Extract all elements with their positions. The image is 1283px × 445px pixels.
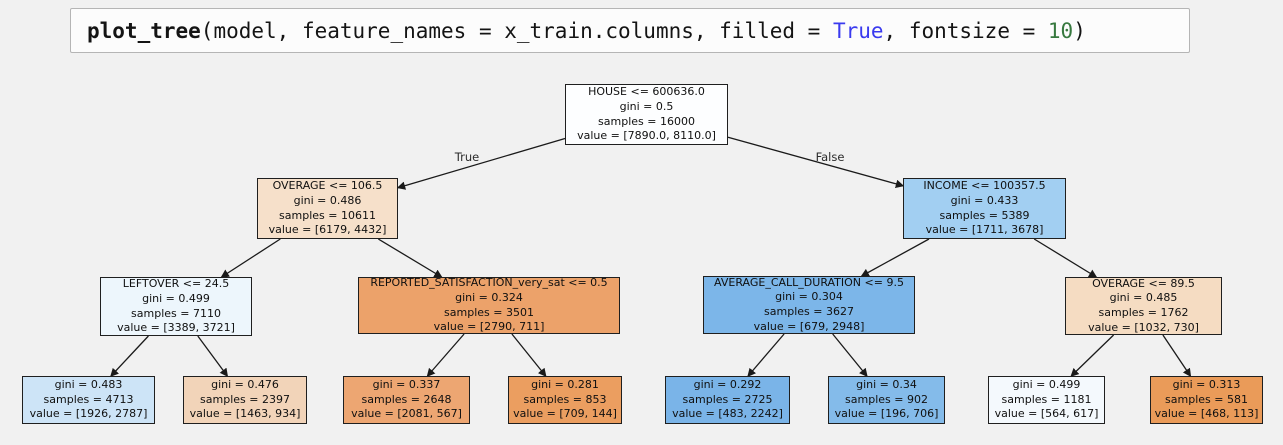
tree-edge-overage-106-to-leftover: [220, 238, 281, 278]
node-text-line: OVERAGE <= 106.5: [272, 179, 383, 193]
tree-edge-overage-89-to-leaf-8: [1162, 334, 1192, 378]
node-text-line: value = [1032, 730]: [1088, 320, 1199, 334]
node-text-line: gini = 0.499: [142, 291, 210, 305]
node-text-line: value = [6179, 4432]: [268, 223, 387, 237]
node-text-line: gini = 0.433: [950, 193, 1019, 207]
code-token-function: plot_tree: [87, 18, 201, 43]
node-text-line: samples = 3627: [764, 305, 854, 318]
node-text-line: samples = 581: [1165, 392, 1248, 406]
node-text-line: value = [709, 144]: [513, 407, 617, 421]
edge-label-false: False: [815, 150, 845, 164]
code-token-number: 10: [1047, 18, 1074, 43]
node-text-line: value = [483, 2242]: [672, 407, 783, 421]
node-text-line: value = [679, 2948]: [753, 319, 865, 333]
node-text-line: value = [196, 706]: [834, 407, 939, 421]
node-text-line: samples = 3501: [444, 305, 534, 319]
node-text-line: gini = 0.483: [54, 378, 123, 392]
node-text-line: gini = 0.34: [856, 378, 917, 392]
node-text-line: samples = 16000: [598, 114, 695, 128]
node-text-line: value = [468, 113]: [1154, 407, 1259, 421]
node-text-line: value = [1926, 2787]: [29, 407, 148, 421]
node-text-line: gini = 0.5: [619, 99, 674, 113]
node-text-line: gini = 0.324: [455, 290, 523, 304]
node-text-line: HOUSE <= 600636.0: [588, 85, 705, 99]
node-text-line: value = [1463, 934]: [189, 407, 301, 421]
code-line: plot_tree(model, feature_names = x_train…: [87, 19, 1086, 43]
node-text-line: samples = 10611: [279, 208, 376, 222]
node-text-line: samples = 2725: [682, 392, 773, 406]
edge-label-true: True: [454, 150, 480, 164]
node-text-line: samples = 5389: [939, 208, 1030, 222]
tree-edge-root-to-overage-106: [396, 137, 566, 190]
tree-edge-overage-106-to-reported-satisfaction: [377, 238, 443, 278]
node-text-line: samples = 2397: [200, 392, 290, 406]
tree-edge-root-to-income: [727, 136, 905, 188]
code-token-keyword: True: [832, 18, 884, 43]
node-text-line: samples = 4713: [43, 392, 134, 406]
node-text-line: value = [2790, 711]: [433, 320, 545, 334]
node-text-line: gini = 0.281: [531, 378, 599, 392]
node-text-line: samples = 2648: [361, 392, 452, 406]
node-text-line: value = [7890.0, 8110.0]: [577, 129, 716, 143]
tree-edge-overage-89-to-leaf-7: [1070, 334, 1115, 377]
tree-edge-avg-call-duration-to-leaf-6: [832, 333, 868, 377]
tree-edge-income-to-avg-call-duration: [860, 238, 930, 277]
node-text-line: samples = 1181: [1001, 392, 1092, 406]
tree-edge-leftover-to-leaf-1: [110, 335, 149, 377]
code-token-plain: ): [1073, 18, 1086, 43]
tree-edge-reported-satisfaction-to-leaf-3: [426, 333, 465, 377]
node-text-line: gini = 0.337: [372, 378, 441, 392]
node-text-line: gini = 0.476: [211, 378, 279, 392]
node-text-line: REPORTED_SATISFACTION_very_sat <= 0.5: [370, 276, 608, 290]
node-text-line: gini = 0.499: [1012, 378, 1081, 392]
node-text-line: gini = 0.292: [693, 378, 762, 392]
node-text-line: samples = 902: [845, 392, 928, 406]
code-token-plain: (model, feature_names = x_train.columns,…: [200, 18, 833, 43]
node-text-line: samples = 853: [523, 392, 607, 406]
node-text-line: gini = 0.486: [293, 193, 362, 207]
node-text-line: gini = 0.304: [775, 290, 843, 304]
node-text-line: value = [2081, 567]: [351, 407, 462, 421]
node-text-line: value = [3389, 3721]: [117, 321, 235, 335]
node-text-line: OVERAGE <= 89.5: [1092, 276, 1195, 290]
code-token-plain: , fontsize =: [883, 18, 1048, 43]
node-text-line: value = [564, 617]: [994, 407, 1099, 421]
node-text-line: samples = 1762: [1098, 306, 1189, 319]
code-cell[interactable]: plot_tree(model, feature_names = x_train…: [70, 8, 1190, 53]
node-text-line: AVERAGE_CALL_DURATION <= 9.5: [714, 275, 904, 289]
tree-edge-leftover-to-leaf-2: [197, 335, 229, 378]
node-text-line: samples = 7110: [131, 306, 221, 320]
node-text-line: gini = 0.313: [1172, 378, 1241, 392]
node-text-line: INCOME <= 100357.5: [923, 179, 1046, 193]
node-text-line: value = [1711, 3678]: [925, 223, 1044, 237]
tree-edge-reported-satisfaction-to-leaf-4: [511, 333, 547, 377]
node-text-line: gini = 0.485: [1109, 291, 1178, 305]
tree-edge-avg-call-duration-to-leaf-5: [747, 333, 785, 377]
node-text-line: LEFTOVER <= 24.5: [122, 277, 230, 291]
tree-edge-income-to-overage-89: [1033, 238, 1098, 278]
